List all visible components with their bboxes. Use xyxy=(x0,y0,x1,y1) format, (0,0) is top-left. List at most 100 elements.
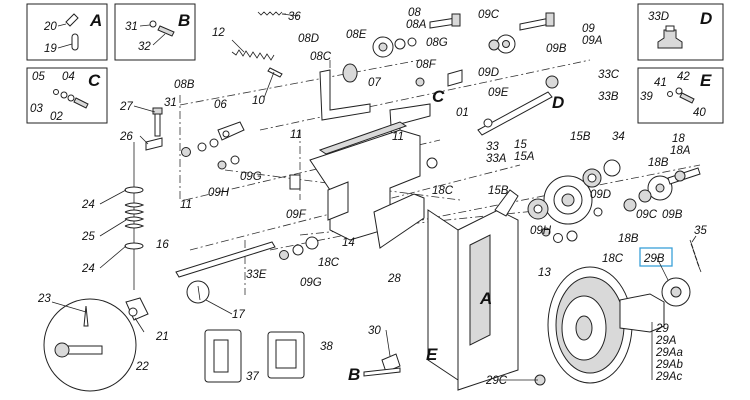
part-label-12: 12 xyxy=(212,27,225,39)
inset-box-d: D 33D xyxy=(637,3,724,61)
bracket-07 xyxy=(319,63,371,121)
part-label-04: 04 xyxy=(62,71,75,83)
part-label-09c-right: 09C xyxy=(636,209,658,221)
part-label-23: 23 xyxy=(37,293,51,305)
part-label-37: 37 xyxy=(246,371,259,383)
part-label-09h-left: 09H xyxy=(208,187,230,199)
bearing-15b-right xyxy=(582,168,602,188)
frame-13 xyxy=(427,189,519,391)
main-frame-14 xyxy=(309,121,421,241)
part-label-40: 40 xyxy=(693,107,706,119)
part-label-09d-top: 09D xyxy=(478,67,499,79)
bearing-08g xyxy=(394,37,417,50)
part-label-35: 35 xyxy=(694,225,707,237)
part-label-09g-mid: 09G xyxy=(300,277,322,289)
part-label-42: 42 xyxy=(677,71,690,83)
part-label-09e: 09E xyxy=(488,87,509,99)
inset-box-c: C 05 04 03 02 xyxy=(26,67,108,124)
part-label-19: 19 xyxy=(44,43,57,55)
sprocket-08e xyxy=(372,36,394,58)
part-label-29c: 29C xyxy=(485,375,508,387)
washer-08f xyxy=(415,77,425,87)
bearing-09c-top xyxy=(488,39,500,51)
part-label-32: 32 xyxy=(138,41,151,53)
part-label-18c-mid: 18C xyxy=(318,257,340,269)
part-label-09g-left: 09G xyxy=(240,171,262,183)
spring-36 xyxy=(257,11,286,16)
part-label-08c: 08C xyxy=(310,51,332,63)
shaft-16 xyxy=(175,241,276,304)
inset-box-a: A 20 19 xyxy=(26,3,108,61)
letter-b-main: B xyxy=(348,365,360,384)
part-label-05: 05 xyxy=(32,71,45,83)
bearing-15b-left xyxy=(527,198,549,220)
bushing-09f xyxy=(289,174,301,190)
part-label-39: 39 xyxy=(640,91,653,103)
part-label-28: 28 xyxy=(387,273,401,285)
part-labels: 36 08 08A 09C 09 09A 12 08D 08E 08G 09B … xyxy=(37,7,707,387)
clip-box-37 xyxy=(204,329,242,383)
part-label-26: 26 xyxy=(119,131,133,143)
callout-29a: 29A xyxy=(655,335,677,347)
part-label-02: 02 xyxy=(50,111,63,123)
part-label-41: 41 xyxy=(654,77,667,89)
part-label-08d: 08D xyxy=(298,33,319,45)
part-label-08g: 08G xyxy=(426,37,448,49)
letter-e-main: E xyxy=(426,345,438,364)
seal-34 xyxy=(603,159,621,177)
part-label-08a: 08A xyxy=(406,19,427,31)
part-label-09c-top: 09C xyxy=(478,9,500,21)
letter-c-main: C xyxy=(432,87,445,106)
chain-35 xyxy=(689,239,702,273)
washer-08b xyxy=(197,138,219,152)
nut-33e xyxy=(279,250,289,260)
tube-33 xyxy=(477,75,559,136)
construction-lines xyxy=(179,59,701,295)
bolt-27 xyxy=(152,107,163,137)
nut-11-left xyxy=(181,147,191,157)
lever-06 xyxy=(217,121,245,141)
part-label-08b: 08B xyxy=(174,79,195,91)
bearing-18b-top xyxy=(674,170,686,182)
part-label-08f: 08F xyxy=(416,59,437,71)
part-label-18b-mid: 18B xyxy=(618,233,639,245)
inset-box-b: B 31 32 xyxy=(114,3,196,61)
part-label-11-right: 11 xyxy=(392,131,404,143)
chute-28 xyxy=(373,193,425,249)
callout-29aa: 29Aa xyxy=(655,347,683,359)
part-label-16: 16 xyxy=(156,239,169,251)
bolt-09 xyxy=(519,12,555,31)
part-label-17: 17 xyxy=(232,309,245,321)
washer-09g-right xyxy=(553,233,563,243)
part-label-31: 31 xyxy=(125,21,138,33)
part-label-18a: 18A xyxy=(670,145,691,157)
callout-29ac: 29Ac xyxy=(655,371,682,383)
letter-d-main: D xyxy=(552,93,564,112)
part-label-38: 38 xyxy=(320,341,333,353)
callout-29ab: 29Ab xyxy=(655,359,683,371)
bearing-09c-right xyxy=(638,189,652,203)
part-label-18c-lower: 18C xyxy=(602,253,624,265)
part-label-09f: 09F xyxy=(286,209,307,221)
part-label-15b-left: 15B xyxy=(488,185,509,197)
part-label-18: 18 xyxy=(672,133,685,145)
leader-lines xyxy=(51,13,697,381)
part-label-09: 09 xyxy=(582,23,595,35)
part-label-21: 21 xyxy=(155,331,169,343)
circlip-09d-right xyxy=(593,207,603,217)
part-label-09a: 09A xyxy=(582,35,603,47)
part-label-09b-right: 09B xyxy=(662,209,683,221)
inset-letter-b: B xyxy=(178,11,190,30)
clip-box-38 xyxy=(267,331,305,379)
sprocket-09b-top xyxy=(496,34,516,54)
pedal-30 xyxy=(363,353,401,377)
part-label-25: 25 xyxy=(81,231,95,243)
part-label-03: 03 xyxy=(30,103,43,115)
spring-12 xyxy=(231,49,283,78)
part-label-13: 13 xyxy=(538,267,551,279)
part-label-09b-top: 09B xyxy=(546,43,567,55)
part-label-14: 14 xyxy=(342,237,355,249)
washer-18c-right xyxy=(426,157,438,169)
part-label-09h-right: 09H xyxy=(530,225,552,237)
